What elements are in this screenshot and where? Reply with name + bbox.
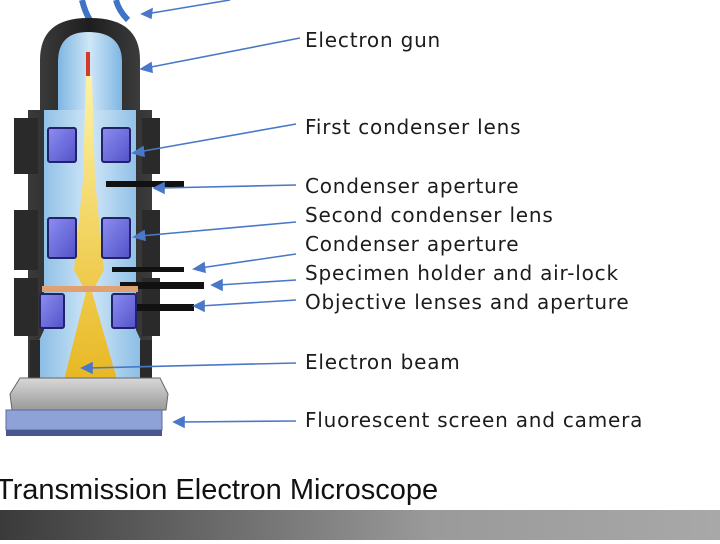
cable-left [82, 0, 90, 20]
label-specimen-holder: Specimen holder and air-lock [305, 263, 619, 283]
arrow-condenser-aperture-2 [200, 254, 296, 268]
second-condenser-lens-left [48, 218, 76, 258]
camera-plate [6, 430, 162, 436]
arrow-fluorescent-screen [180, 421, 296, 422]
arrow-first-condenser [138, 124, 296, 152]
column-flange-left-1 [14, 118, 38, 174]
arrow-condenser-aperture-2-head [194, 263, 205, 272]
objective-lens-right [112, 294, 136, 328]
arrow-objective-head [194, 301, 204, 311]
column-flange-left-2 [14, 210, 38, 270]
label-objective-lenses: Objective lenses and aperture [305, 292, 630, 312]
arrow-objective [200, 300, 296, 306]
condenser-aperture-2-rod [112, 267, 184, 272]
label-electron-beam: Electron beam [305, 352, 461, 372]
arrow-fluorescent-screen-head [174, 417, 184, 427]
first-condenser-lens-left [48, 128, 76, 162]
label-electron-gun: Electron gun [305, 30, 441, 50]
arrow-specimen-holder [218, 280, 296, 285]
second-condenser-lens-right [102, 218, 130, 258]
arrow-second-condenser [140, 222, 296, 236]
arrow-electron-gun [146, 38, 300, 68]
column-flange-left-3 [14, 278, 38, 336]
label-condenser-aperture-2: Condenser aperture [305, 234, 519, 254]
arrow-cable [146, 0, 230, 14]
diagram-title: Transmission Electron Microscope [0, 476, 438, 505]
label-fluorescent-screen: Fluorescent screen and camera [305, 410, 643, 430]
viewing-chamber-base [10, 378, 168, 410]
condenser-aperture-1-rod [106, 181, 184, 187]
first-condenser-lens-right [102, 128, 130, 162]
label-condenser-aperture-1: Condenser aperture [305, 176, 519, 196]
arrow-cable-head [142, 9, 152, 18]
label-second-condenser-lens: Second condenser lens [305, 205, 554, 225]
filament [86, 52, 90, 76]
footer-bar [0, 510, 720, 540]
cable-right [116, 0, 128, 20]
arrow-specimen-holder-head [212, 280, 222, 290]
label-first-condenser-lens: First condenser lens [305, 117, 521, 137]
column-flange-right-1 [142, 118, 160, 174]
arrow-electron-gun-head [141, 63, 152, 72]
fluorescent-screen [6, 410, 162, 430]
objective-lens-left [40, 294, 64, 328]
specimen-stage [42, 286, 138, 292]
cable-group [82, 0, 128, 20]
